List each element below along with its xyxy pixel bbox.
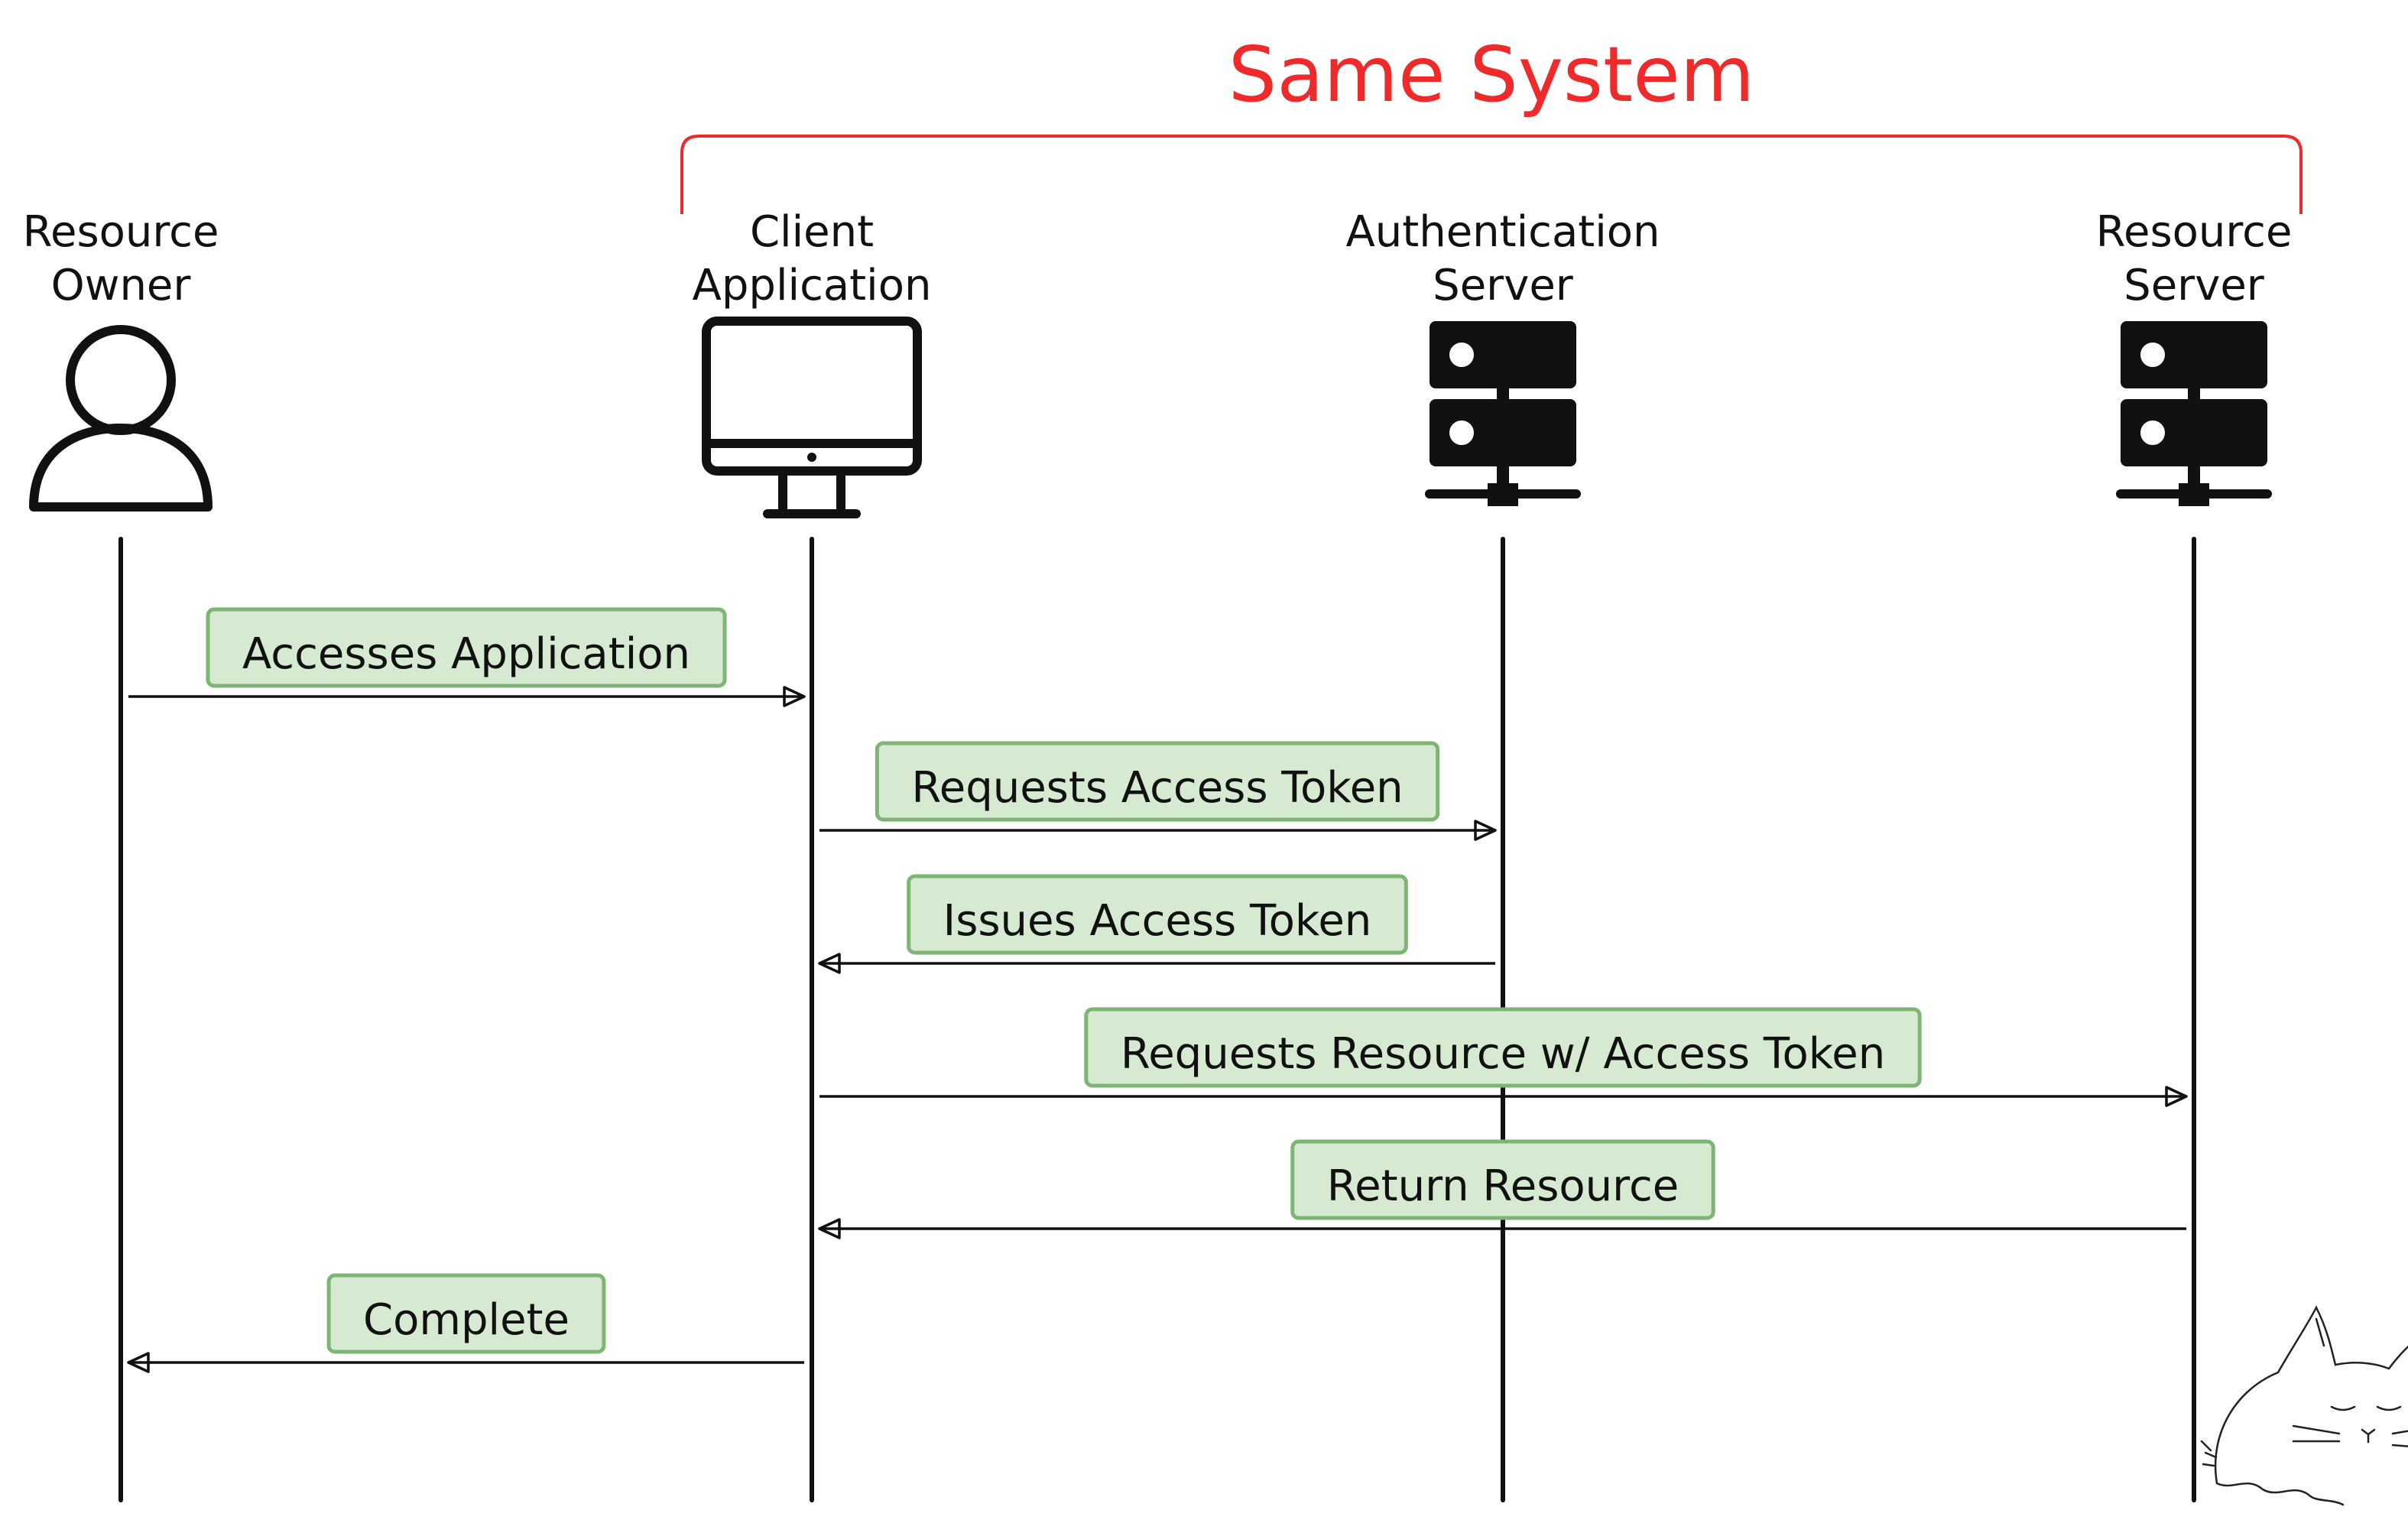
group-bracket bbox=[680, 135, 2303, 214]
message-label: Accesses Application bbox=[242, 629, 690, 679]
actor-label-line-1: Authentication bbox=[1345, 207, 1660, 257]
actor-label-line-1: Client bbox=[750, 207, 874, 257]
message-label-box bbox=[875, 741, 1440, 822]
message-requests-access-token: Requests Access Token bbox=[819, 741, 1497, 841]
actor-label-line-2: Server bbox=[1433, 261, 1574, 310]
actor-resource-server: Resource Server bbox=[2096, 207, 2293, 1502]
messages: Accesses Application Requests Access Tok… bbox=[127, 607, 2188, 1373]
sleeping-cat-icon bbox=[2200, 1305, 2408, 1506]
message-accesses-application: Accesses Application bbox=[128, 607, 806, 707]
message-label: Requests Access Token bbox=[911, 763, 1403, 813]
group-title: Same System bbox=[1228, 30, 1754, 119]
monitor-icon bbox=[702, 317, 922, 518]
actor-label-line-2: Owner bbox=[51, 261, 192, 310]
actor-label-line-1: Resource bbox=[2096, 207, 2293, 257]
actor-resource-owner: Resource Owner bbox=[23, 207, 219, 1502]
actor-label-line-2: Application bbox=[693, 261, 932, 310]
message-label-box bbox=[1290, 1139, 1715, 1220]
actor-label-line-1: Resource bbox=[23, 207, 219, 257]
message-label: Issues Access Token bbox=[943, 896, 1372, 946]
server-icon bbox=[1425, 321, 1581, 506]
message-label-box bbox=[1084, 1007, 1922, 1088]
message-label: Requests Resource w/ Access Token bbox=[1121, 1029, 1885, 1079]
same-system-group: Same System bbox=[680, 30, 2303, 214]
arrowhead-icon bbox=[127, 1352, 150, 1373]
message-label-box bbox=[907, 874, 1408, 955]
server-icon bbox=[2116, 321, 2272, 506]
arrowhead-icon bbox=[818, 1218, 841, 1239]
message-complete: Complete bbox=[127, 1273, 804, 1373]
arrowhead-icon bbox=[783, 686, 806, 707]
actor-label-line-2: Server bbox=[2124, 261, 2265, 310]
message-return-resource: Return Resource bbox=[818, 1139, 2186, 1239]
message-label: Complete bbox=[363, 1295, 570, 1345]
message-label-box bbox=[326, 1273, 606, 1354]
arrowhead-icon bbox=[818, 953, 841, 974]
message-issues-access-token: Issues Access Token bbox=[818, 874, 1495, 974]
message-label-box bbox=[206, 607, 727, 688]
actors: Resource Owner Client Application Authen… bbox=[23, 207, 2293, 1502]
arrowhead-icon bbox=[2165, 1086, 2188, 1107]
person-icon bbox=[29, 325, 213, 512]
message-requests-resource: Requests Resource w/ Access Token bbox=[819, 1007, 2188, 1107]
actor-client-application: Client Application bbox=[693, 207, 932, 1502]
arrowhead-icon bbox=[1474, 820, 1497, 841]
actor-authentication-server: Authentication Server bbox=[1345, 207, 1660, 1502]
message-label: Return Resource bbox=[1327, 1161, 1679, 1211]
